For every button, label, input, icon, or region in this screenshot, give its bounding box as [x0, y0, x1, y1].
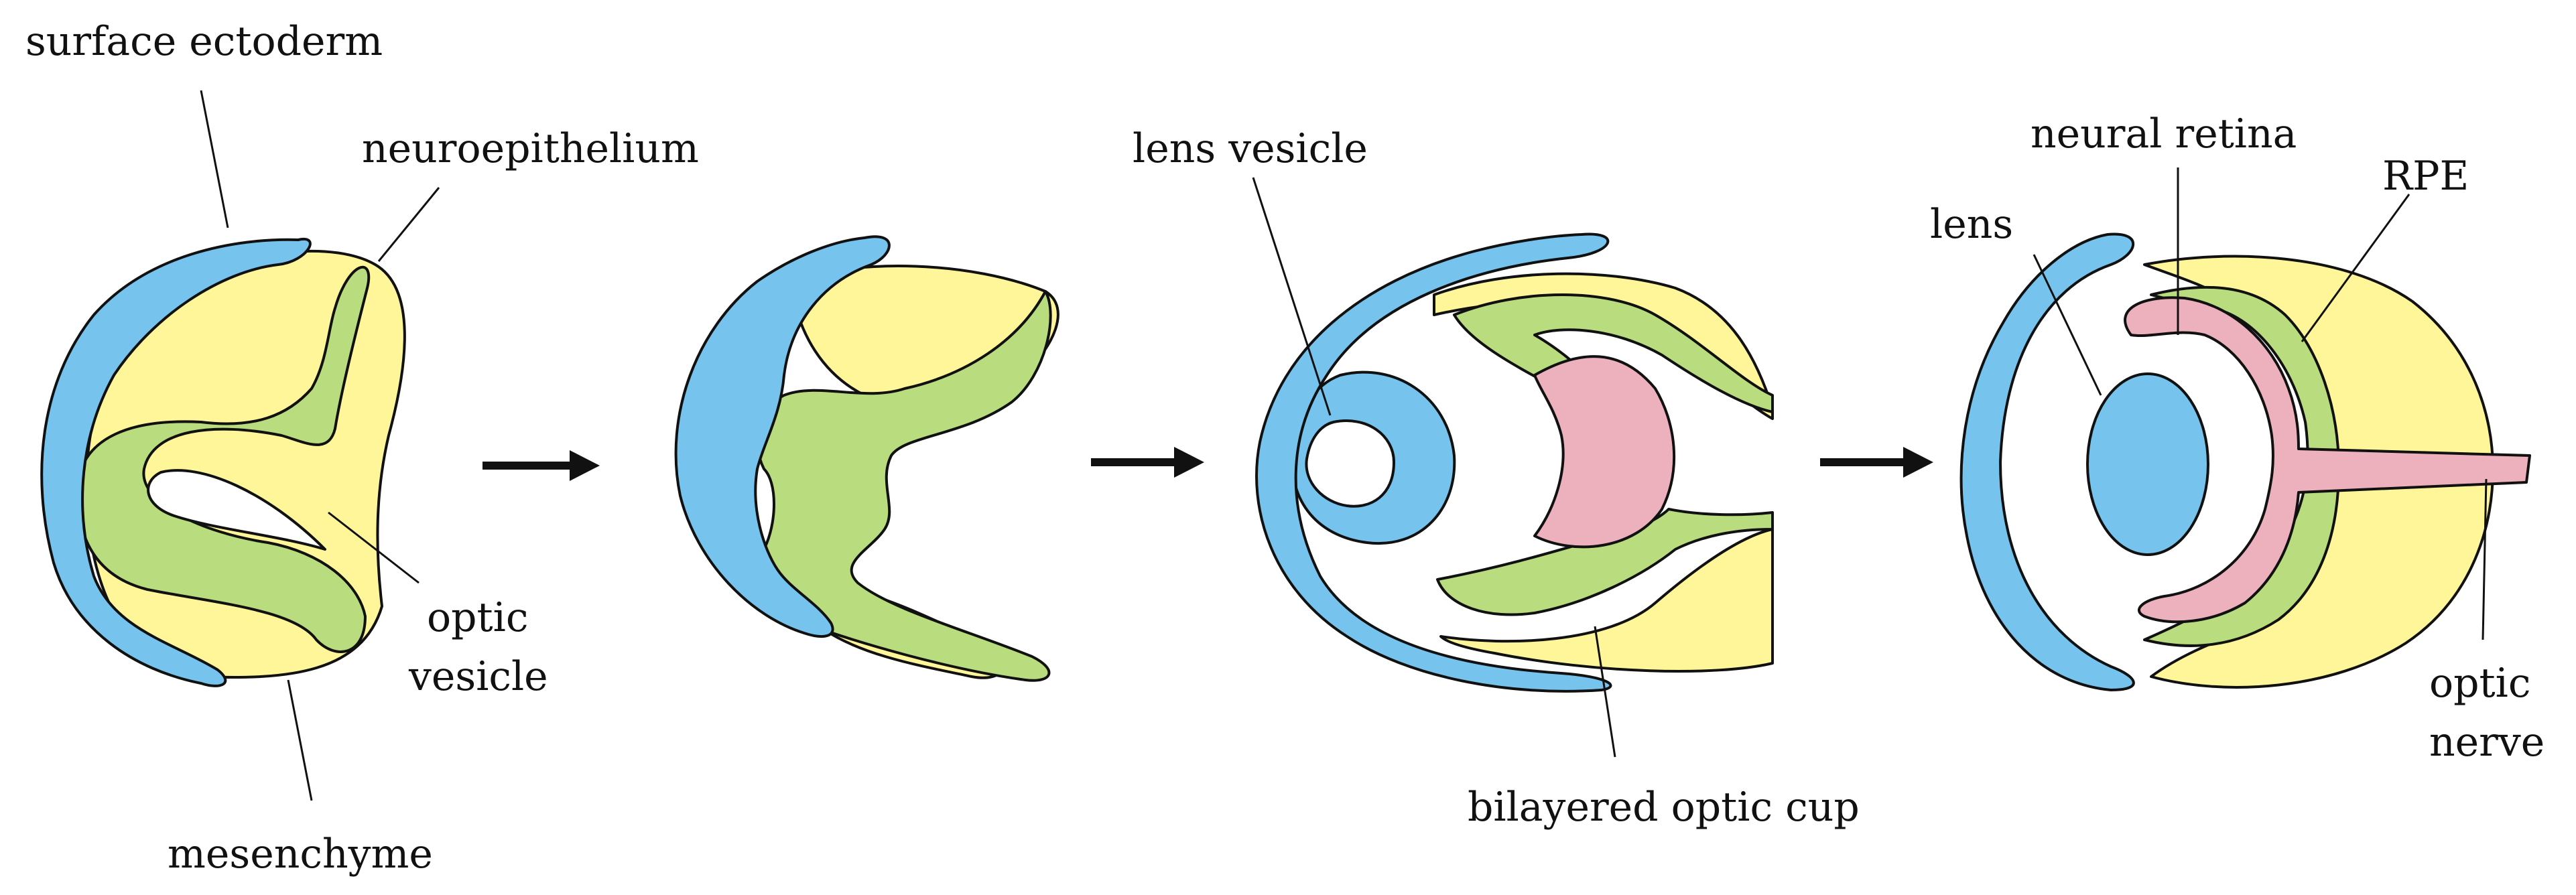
arrow-1: [482, 450, 600, 481]
rpe-layer-4: [2143, 285, 2340, 647]
surface-ectoderm-region-4: [1959, 232, 2135, 691]
stage-optic-cup: [1255, 232, 1774, 693]
surface-ectoderm-region-1: [40, 237, 312, 687]
stage-mature-eye: [1959, 232, 2531, 691]
lens-vesicle: [1291, 370, 1456, 545]
label-surface-ectoderm: surface ectoderm: [25, 18, 383, 65]
arrow-2: [1091, 447, 1204, 478]
neuroepithelium-region-1: [76, 265, 371, 653]
leader-lines: [200, 90, 2488, 801]
label-lens-vesicle: lens vesicle: [1133, 125, 1368, 172]
label-neuroepithelium: neuroepithelium: [362, 125, 699, 172]
neural-retina-region-3: [1533, 355, 1676, 549]
label-optic-vesicle-line2: vesicle: [408, 653, 548, 700]
surface-ectoderm-region-2: [674, 235, 891, 638]
arrow-3: [1820, 447, 1933, 478]
label-lens: lens: [1930, 201, 2013, 248]
label-rpe: RPE: [2382, 153, 2469, 200]
labels: surface ectoderm neuroepithelium optic v…: [25, 18, 2545, 878]
optic-vesicle-lumen: [147, 469, 326, 551]
stage-invagination: [674, 235, 1059, 682]
label-neural-retina: neural retina: [2031, 111, 2297, 157]
surface-ectoderm-region-3: [1255, 232, 1612, 693]
label-bilayered-optic-cup: bilayered optic cup: [1468, 784, 1860, 831]
label-optic-nerve-line1: optic: [2429, 660, 2530, 707]
label-optic-vesicle-line1: optic: [427, 594, 528, 641]
neural-retina-region-4: [2124, 296, 2531, 624]
neuroepithelium-region-2: [756, 290, 1052, 682]
label-mesenchyme: mesenchyme: [168, 831, 433, 878]
lens-4: [2086, 372, 2209, 556]
label-optic-nerve-line2: nerve: [2429, 719, 2545, 766]
stage-optic-vesicle: [40, 237, 406, 687]
